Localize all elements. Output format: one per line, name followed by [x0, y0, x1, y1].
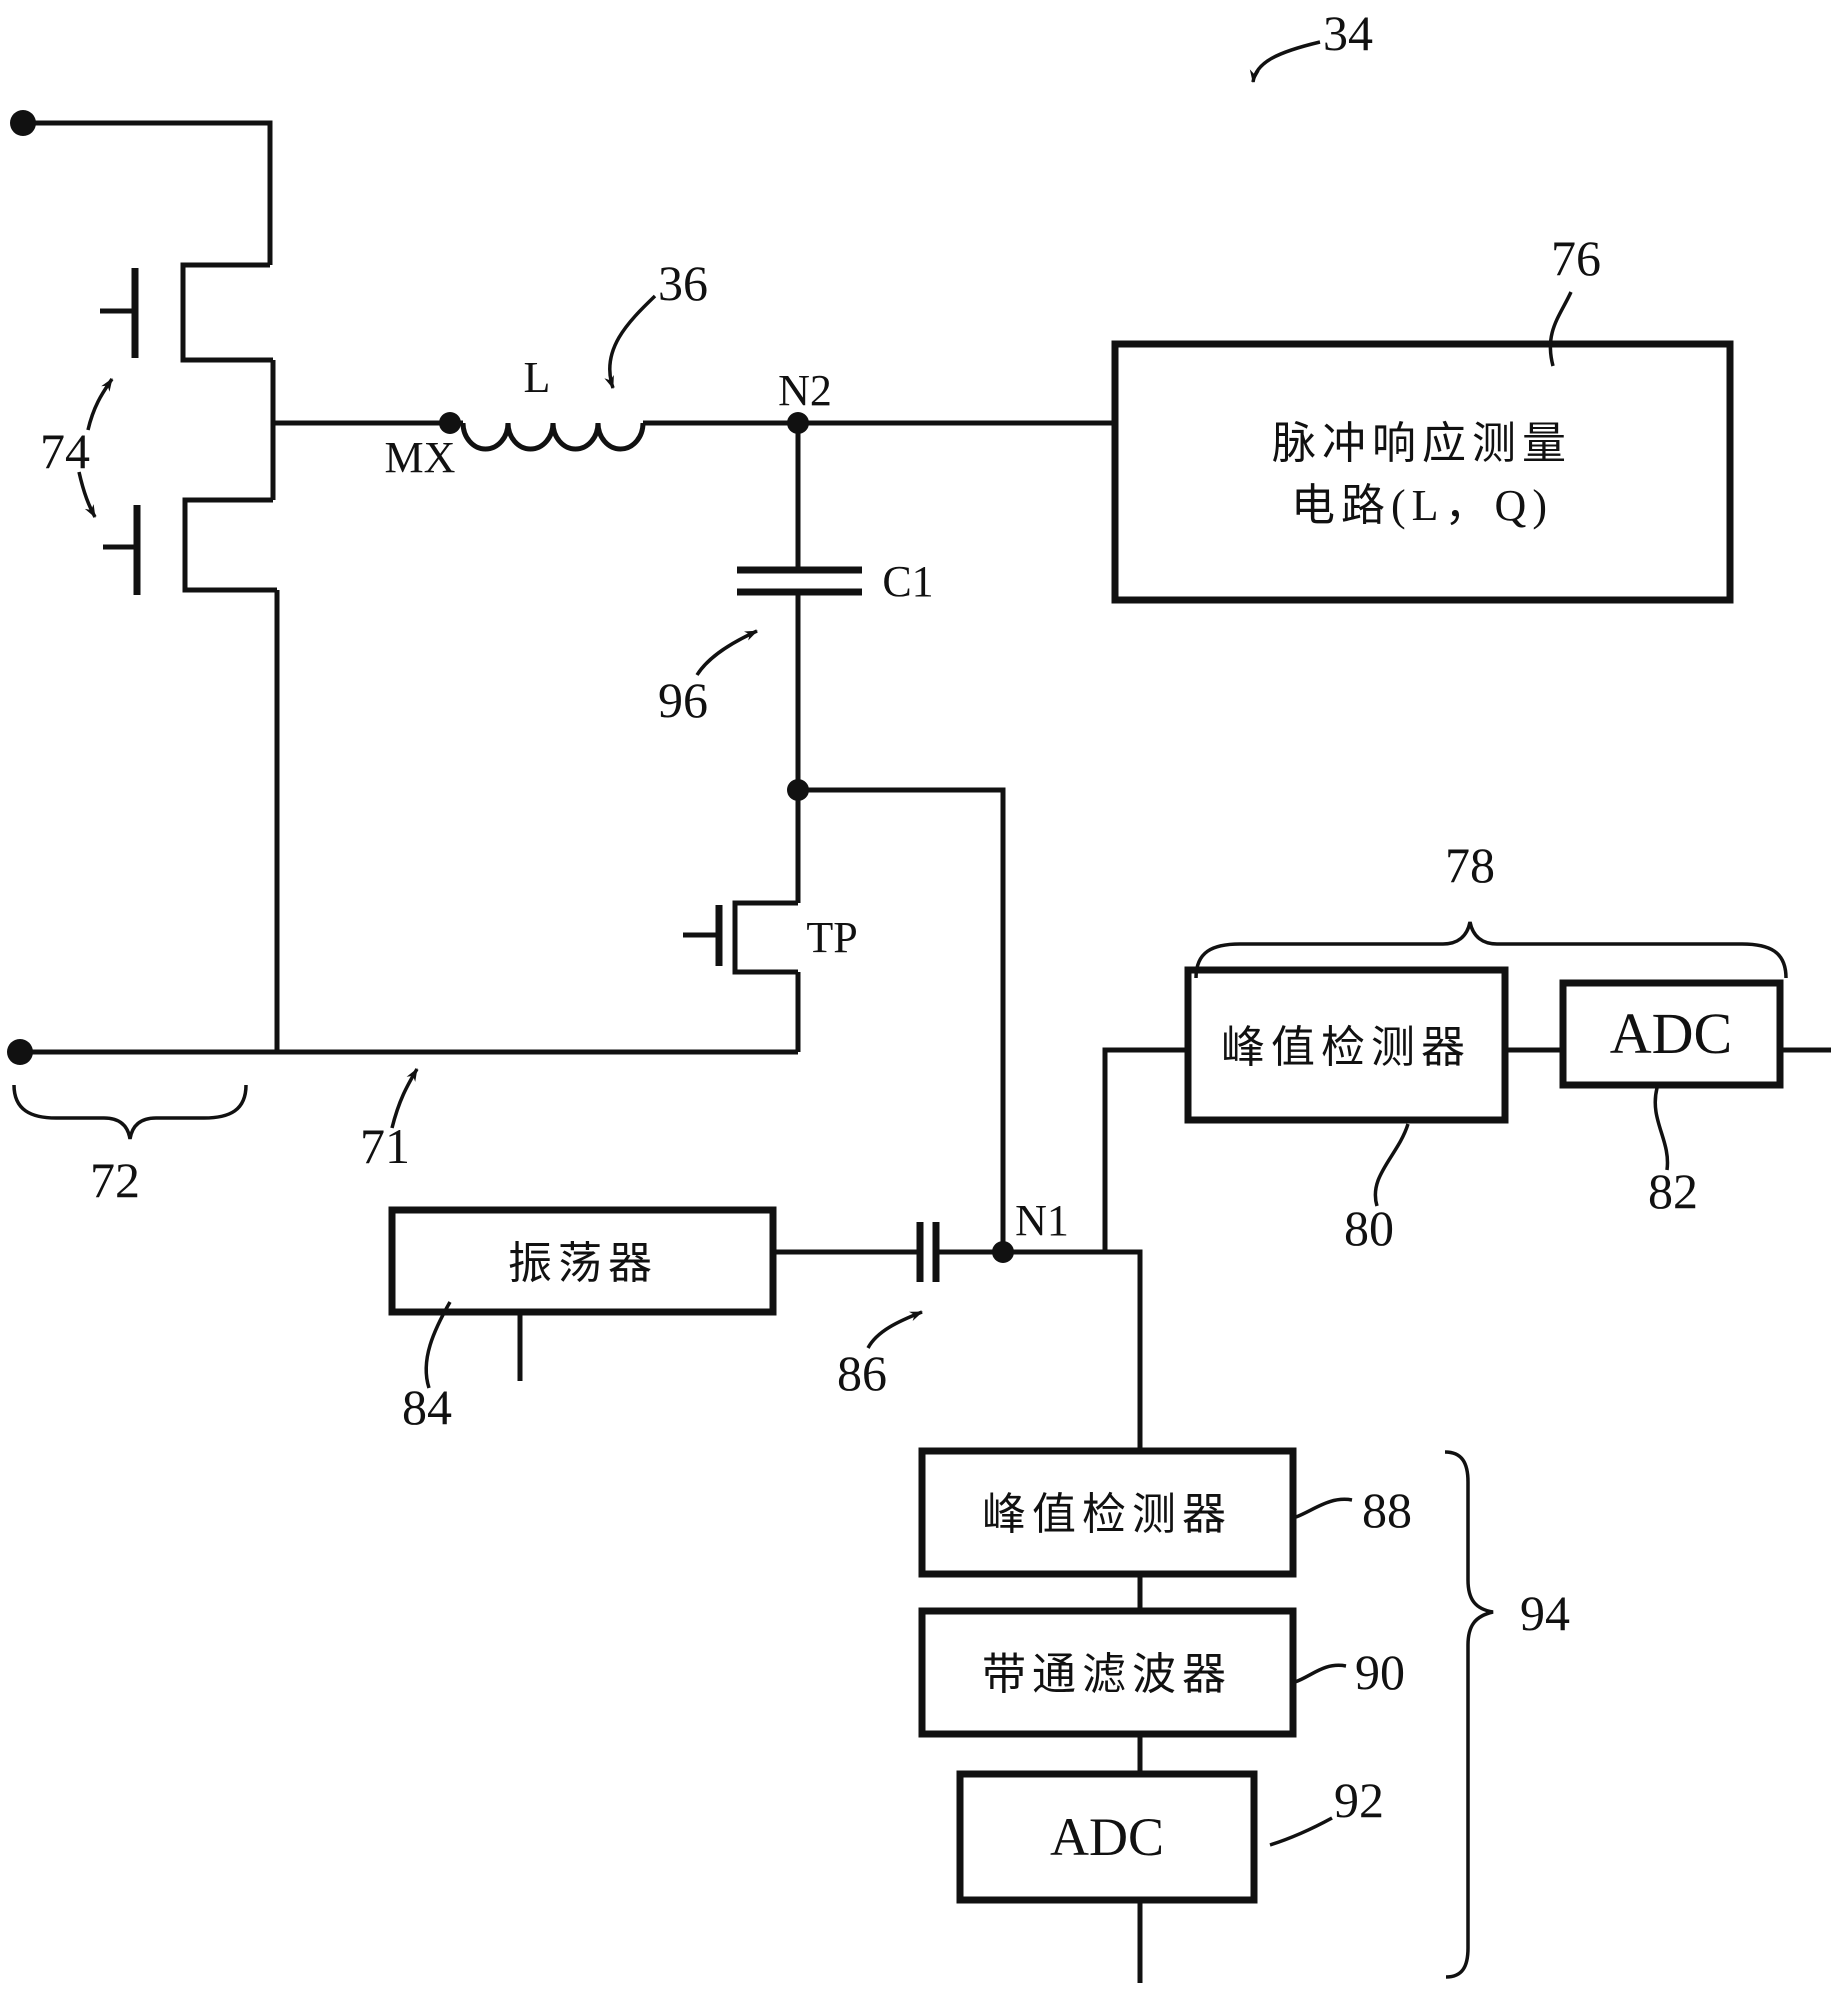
tp-transistor — [683, 790, 801, 1052]
brace-94 — [1444, 1450, 1494, 1979]
ref-94: 94 — [1520, 1585, 1570, 1641]
net-names: L N2 MX C1 TP N1 — [385, 353, 1069, 1245]
ref-34: 34 — [1323, 5, 1373, 61]
reference-numbers: 34 36 76 74 96 72 71 84 86 78 80 82 88 9… — [40, 5, 1698, 1828]
top-subsystem: 峰值检测器 ADC — [1184, 921, 1831, 1124]
peak-detector-bottom-label: 峰值检测器 — [982, 1490, 1232, 1539]
peak-detector-top-box — [1184, 966, 1509, 1124]
peak-detector-bottom-box — [918, 1447, 1297, 1578]
ref-80: 80 — [1344, 1200, 1394, 1256]
adc-bottom-label: ADC — [1050, 1807, 1164, 1867]
peak-detector-top-label: 峰值检测器 — [1221, 1023, 1471, 1072]
measurement-circuit-box: 脉冲响应测量 电路(L，Q) — [1111, 340, 1734, 604]
arrow-96 — [695, 629, 758, 676]
ref-74: 74 — [40, 423, 90, 479]
ref-82: 82 — [1648, 1163, 1698, 1219]
top-terminal-dot — [10, 110, 36, 136]
arrow-74-upper — [86, 378, 114, 431]
n1-down-wire — [1003, 1249, 1143, 1451]
n1-up-wire — [1102, 1047, 1188, 1252]
measurement-box-outline — [1111, 340, 1734, 604]
ref-86: 86 — [837, 1345, 887, 1401]
leader-76 — [1548, 291, 1573, 367]
label-MX: MX — [385, 433, 456, 482]
mosfet-lower-channel-path — [182, 497, 277, 593]
arrow-36 — [604, 294, 657, 389]
leader-90 — [1294, 1663, 1347, 1684]
ref-90: 90 — [1355, 1644, 1405, 1700]
reference-leaders — [77, 40, 1670, 1847]
mosfet-upper-channel-path — [180, 262, 273, 363]
leader-92 — [1269, 1816, 1333, 1847]
ref-78: 78 — [1445, 837, 1495, 893]
measurement-box-label-line1: 脉冲响应测量 — [1272, 419, 1572, 468]
mosfet-half-bridge — [7, 110, 798, 1065]
oscillator-box-label: 振荡器 — [508, 1239, 658, 1288]
ref-96: 96 — [658, 672, 708, 728]
bandpass-filter-box — [918, 1607, 1297, 1738]
bottom-subsystem: 峰值检测器 带通滤波器 ADC — [918, 1447, 1494, 1983]
adc-top-label: ADC — [1610, 1001, 1732, 1066]
junction-to-n1-wire — [798, 787, 1006, 1252]
label-L: L — [524, 353, 551, 402]
ref-92: 92 — [1334, 1772, 1384, 1828]
label-N1: N1 — [1015, 1196, 1069, 1245]
label-N2: N2 — [778, 366, 832, 415]
inductor-coil — [460, 422, 646, 452]
adc-top-box — [1559, 979, 1784, 1089]
tp-channel-path — [732, 900, 798, 975]
ref-88: 88 — [1362, 1482, 1412, 1538]
bandpass-filter-label: 带通滤波器 — [982, 1650, 1232, 1699]
label-TP: TP — [806, 913, 857, 962]
arrow-71 — [390, 1068, 419, 1129]
leader-88 — [1295, 1497, 1353, 1519]
oscillator-branch: 振荡器 — [388, 1047, 1188, 1451]
leader-80 — [1373, 1123, 1410, 1207]
arrow-86 — [866, 1310, 923, 1349]
ref-76: 76 — [1551, 230, 1601, 286]
arrow-34 — [1249, 40, 1321, 83]
brace-72 — [12, 1084, 248, 1140]
adc-bottom-box — [956, 1770, 1258, 1904]
leader-84 — [424, 1301, 452, 1389]
brace-78 — [1194, 921, 1788, 979]
mx-node-dot — [439, 412, 461, 434]
ref-84: 84 — [402, 1379, 452, 1435]
oscillator-box-outline — [388, 1206, 777, 1316]
ref-72: 72 — [90, 1152, 140, 1208]
leader-82 — [1653, 1087, 1670, 1171]
measurement-box-label-line2: 电路(L，Q) — [1291, 481, 1553, 530]
c1-branch — [737, 423, 1006, 1252]
top-rail-wire — [23, 120, 273, 265]
label-C1: C1 — [882, 557, 933, 606]
ref-36: 36 — [658, 255, 708, 311]
arrow-74-lower — [77, 471, 97, 518]
ref-71: 71 — [360, 1118, 410, 1174]
